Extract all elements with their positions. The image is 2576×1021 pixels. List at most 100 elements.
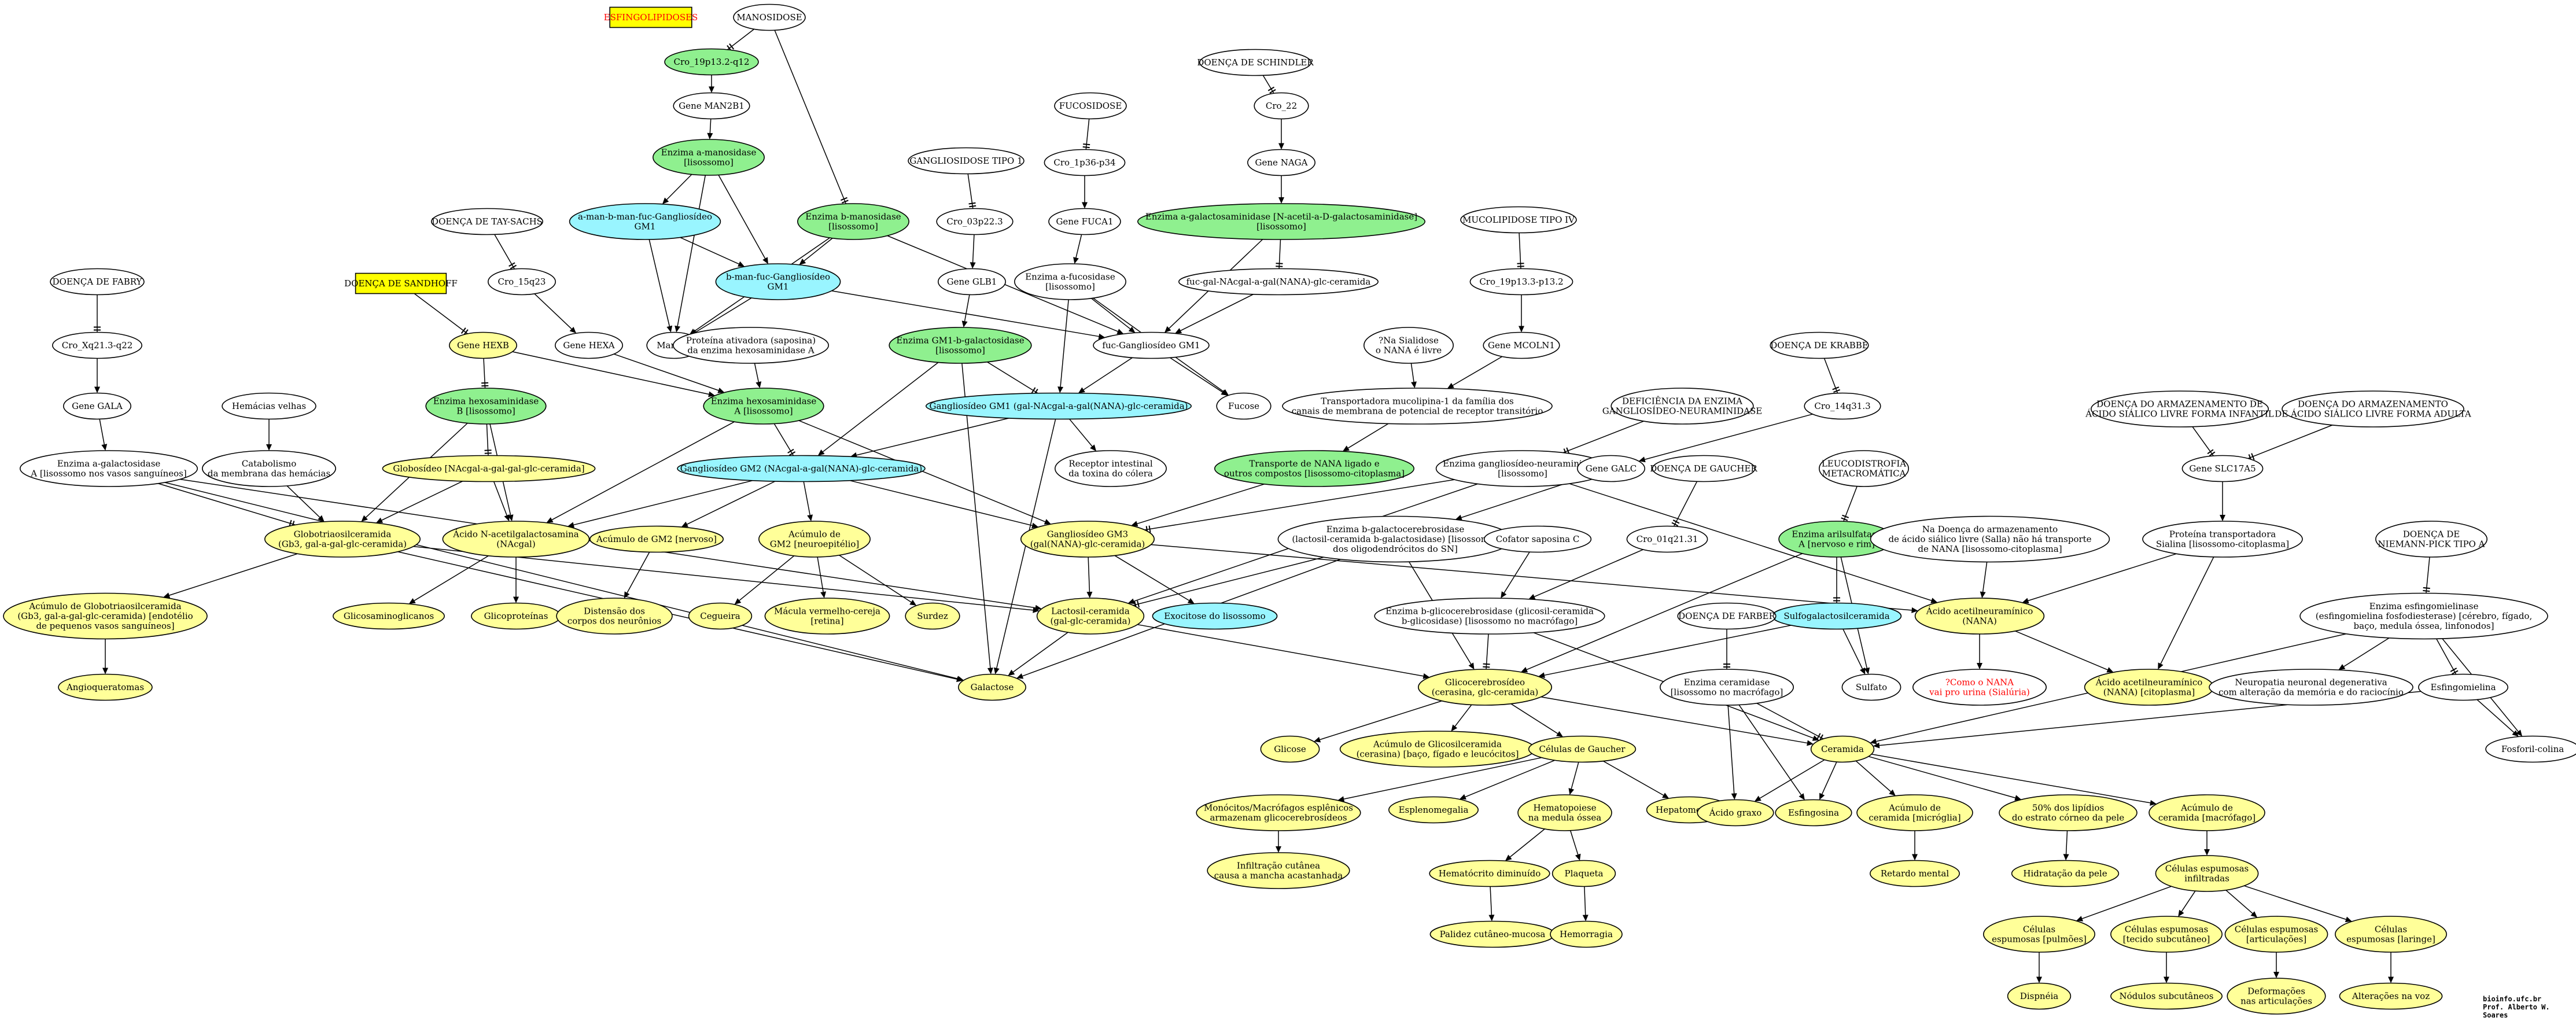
node-gala: Gene GALA [63,392,132,420]
edge-celArtic-deformacoes [2273,952,2279,978]
tee-mark [1031,387,1036,394]
node-fosforil: Fosforil-colina [2485,735,2576,763]
node-shape-receptor [1055,450,1167,487]
node-label-gaucher: DOENÇA DE GAUCHER [1650,463,1757,474]
tee-mark [1483,666,1490,668]
edge-celEspInf-celLaringe [2244,885,2352,923]
edge-sialicAd-slc17a5 [2247,425,2333,462]
arrowhead [1016,673,1024,679]
node-label-saposina: da enzima hexosaminidase A [687,345,815,356]
edge-esfingomielinase-esfingomielina [2436,638,2459,675]
node-label-acumCerMac: ceramida [macrófago] [2158,813,2256,823]
node-angioquer: Angioqueratomas [58,673,153,701]
node-label-sialina: Proteína transportadora [2169,529,2276,540]
edge-line [774,30,847,204]
node-label-hexosA: Enzima hexosaminidase [711,396,817,407]
arrowhead [1807,740,1814,746]
node-label-acNANAcit: Ácido acetilneuramínico [2095,677,2203,688]
node-celTecido: Células espumosas[tecido subcutâneo] [2110,916,2223,953]
node-label-glicocereb: (cerasina, glc-ceramida) [1432,687,1539,698]
arrowhead [1859,667,1866,675]
node-shape-mucolip [1460,206,1577,234]
edge-line [773,423,794,456]
edge-catabolismo-globotriao [286,485,325,522]
node-label-acumGb3: Acúmulo de Globotriaosilceramida [28,601,181,611]
node-label-taysachs: DOENÇA DE TAY-SACHS [432,216,543,227]
node-esfingo: ESFINGOLIPIDOSES [604,6,698,28]
edge-line [677,175,706,326]
node-shape-taysachs [430,208,543,235]
arrowhead [1278,197,1284,204]
node-shape-angioquer [58,673,153,701]
edge-ceramida-acgraxo [1754,759,1825,802]
node-galc: Gene GALC [1577,455,1646,482]
node-label-macula: Mácula vermelho-cereja [774,606,880,617]
node-label-celPulmoes: espumosas [pulmões] [1992,934,2087,945]
node-shape-sialicAd [2282,390,2464,427]
node-label-celTecido: Células espumosas [2125,924,2208,935]
edge-glicocereb-glicose [1314,700,1442,743]
node-gangtipo1: GANGLIOSIDOSE TIPO 1 [908,147,1024,175]
arrowhead [1568,788,1575,795]
arrowhead [102,668,108,674]
node-label-gangtipo1: GANGLIOSIDOSE TIPO 1 [909,156,1022,166]
node-shape-fuca1 [1048,208,1121,235]
tee-mark [788,451,796,456]
node-label-niemann: DOENÇA DE [2403,529,2460,540]
node-glicosamino: Glicosaminoglicanos [332,602,445,630]
node-label-galactose: Galactose [971,682,1014,692]
node-alteracoes: Alterações na voz [2339,982,2443,1010]
edge-glicocereb-celGaucher [1510,703,1564,737]
node-label-glicosamino: Glicosaminoglicanos [344,611,434,621]
edge-line [1727,705,1735,794]
node-galactose: Galactose [958,673,1027,701]
node-shape-celEspInf [2155,855,2259,892]
edge-sialina-acNANAcit [2158,556,2214,670]
edge-line [381,481,463,521]
node-esplenomeg: Esplenomegalia [1388,796,1479,824]
node-label-acNANAcit: (NANA) [citoplasma] [2103,687,2195,698]
node-shape-leucodistrofia [1819,450,1910,487]
tee-mark [1816,733,1821,740]
node-label-amanosidase: Enzima a-manosidase [661,148,757,158]
node-cro1p36: Cro_1p36-p34 [1044,149,1126,176]
node-cro3p: Cro_03p22.3 [936,208,1014,235]
edge-lactosil-glicocereb [1137,624,1430,679]
node-shape-acNANA [1914,598,2045,635]
edge-acumGM2ne-surdez [839,555,917,606]
node-shape-mcoln1 [1483,331,1560,359]
node-label-hexosB: Enzima hexosaminidase [433,396,539,407]
node-schindler: DOENÇA DE SCHINDLER [1197,49,1314,76]
edge-celGaucher-hematopoese [1568,762,1579,795]
node-shape-hematopoese [1517,794,1612,831]
node-label-neuropatia: Neuropatia neuronal degenerativa [2235,677,2387,688]
arrowhead [1521,667,1528,673]
node-label-receptor: Receptor intestinal [1068,459,1153,469]
node-shape-neuropatia [2209,669,2413,706]
node-label-fosforil: Fosforil-colina [2501,744,2564,754]
edge-line [1320,700,1442,740]
edge-acumGM2ne-macula [817,556,827,599]
arrowhead [1870,738,1877,744]
node-shape-esfingosina [1775,799,1852,827]
node-label-receptor: da toxina do cólera [1068,469,1153,479]
credit-line-1: bioinfo.ufc.br [2483,995,2542,1003]
edge-line [2247,425,2333,459]
edge-gm1-receptor [1069,418,1097,452]
node-label-gm1: Gangliosídeo GM1 (gal-NAcgal-a-gal(NANA)… [930,401,1188,411]
edge-saposina-hexosA [754,363,762,389]
edge-line [2028,553,2177,602]
node-shape-bglico [1374,598,1605,635]
edge-line [987,362,1038,394]
edge-fucosidose-cro1p36 [1082,119,1090,150]
node-shape-agalnac [1137,203,1426,240]
edge-schindler-cro22 [1262,75,1276,94]
edge-celPulmoes-dispneia [2036,952,2042,983]
node-gaucher: DOENÇA DE GAUCHER [1650,455,1757,482]
edge-line [754,363,759,382]
edge-line [286,485,320,518]
edge-leucodistrofia-arilsulf [1841,486,1858,522]
node-cro15: Cro_15q23 [487,268,556,296]
arrowhead [2076,916,2084,922]
node-bglico: Enzima b-glicocerebrosidase (glicosil-ce… [1374,598,1605,635]
